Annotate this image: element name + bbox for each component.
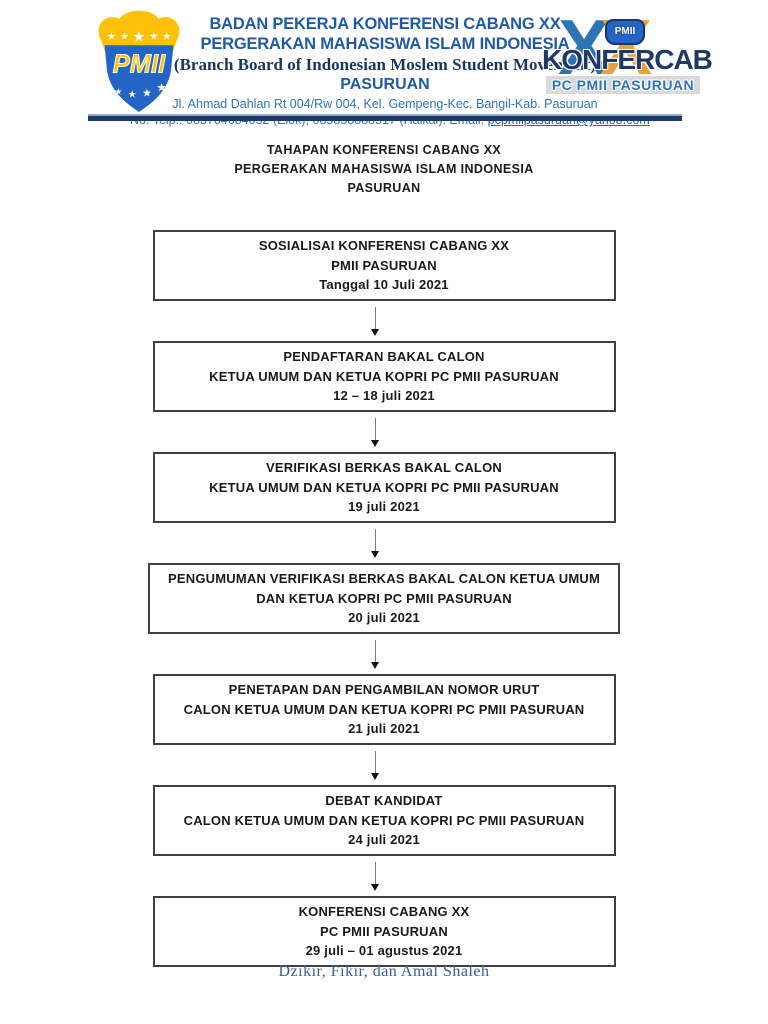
footer-motto: Dzikir, Fikir, dan Amal Shaleh bbox=[278, 963, 490, 980]
flow-connector bbox=[0, 301, 768, 341]
flow-connector bbox=[0, 634, 768, 674]
konfercab-title: KONFERCAB bbox=[542, 44, 713, 75]
step-title: VERIFIKASI BERKAS BAKAL CALON bbox=[266, 460, 502, 476]
svg-text:★: ★ bbox=[120, 31, 129, 42]
flowchart: SOSIALISAI KONFERENSI CABANG XX PMII PAS… bbox=[0, 230, 768, 967]
pmii-shield-logo: ★ ★ ★ ★ ★ PMII ★ ★ ★ ★ bbox=[86, 6, 192, 114]
org-address: Jl. Ahmad Dahlan Rt 004/Rw 004, Kel. Gem… bbox=[172, 97, 598, 111]
step-title: PENETAPAN DAN PENGAMBILAN NOMOR URUT bbox=[228, 682, 540, 698]
step-subtitle: PC PMII PASURUAN bbox=[320, 923, 448, 939]
svg-text:★: ★ bbox=[142, 87, 152, 99]
flow-step-debat: DEBAT KANDIDAT CALON KETUA UMUM DAN KETU… bbox=[152, 785, 616, 856]
svg-text:★: ★ bbox=[128, 89, 137, 100]
svg-text:★: ★ bbox=[162, 31, 171, 42]
flow-connector bbox=[0, 412, 768, 452]
arrow-down-icon bbox=[371, 418, 379, 447]
step-subtitle: PMII PASURUAN bbox=[331, 257, 437, 273]
step-date: Tanggal 10 Juli 2021 bbox=[319, 277, 449, 293]
document-title: TAHAPAN KONFERENSI CABANG XX PERGERAKAN … bbox=[0, 141, 768, 198]
step-date: 12 – 18 juli 2021 bbox=[333, 388, 435, 404]
step-subtitle: CALON KETUA UMUM DAN KETUA KOPRI PC PMII… bbox=[183, 701, 585, 717]
arrow-down-icon bbox=[371, 640, 379, 669]
flow-step-sosialisasi: SOSIALISAI KONFERENSI CABANG XX PMII PAS… bbox=[152, 230, 616, 301]
title-line3: PASURUAN bbox=[347, 181, 421, 195]
konfercab-subtitle: PC PMII PASURUAN bbox=[546, 76, 700, 94]
step-subtitle: CALON KETUA UMUM DAN KETUA KOPRI PC PMII… bbox=[183, 812, 585, 828]
flow-step-pengumuman: PENGUMUMAN VERIFIKASI BERKAS BAKAL CALON… bbox=[148, 563, 620, 634]
letterhead: ★ ★ ★ ★ ★ PMII ★ ★ ★ ★ BADAN PEKERJA KON… bbox=[0, 0, 768, 127]
arrow-down-icon bbox=[371, 529, 379, 558]
step-subtitle: KETUA UMUM DAN KETUA KOPRI PC PMII PASUR… bbox=[209, 479, 559, 495]
flow-step-konferensi: KONFERENSI CABANG XX PC PMII PASURUAN 29… bbox=[152, 896, 616, 967]
arrow-down-icon bbox=[371, 307, 379, 336]
step-date: 21 juli 2021 bbox=[348, 721, 420, 737]
konfercab-logo: XX PMII KONFERCAB PC PMII PASURUAN bbox=[542, 8, 713, 104]
arrow-down-icon bbox=[371, 751, 379, 780]
flow-connector bbox=[0, 523, 768, 563]
step-title: PENDAFTARAN BAKAL CALON bbox=[283, 349, 485, 365]
org-name-line2: PERGERAKAN MAHASISWA ISLAM INDONESIA bbox=[200, 35, 570, 53]
step-date: 29 juli – 01 agustus 2021 bbox=[305, 943, 463, 959]
org-city: PASURUAN bbox=[340, 76, 430, 93]
svg-text:★: ★ bbox=[156, 81, 167, 94]
arrow-down-icon bbox=[371, 862, 379, 891]
step-date: 20 juli 2021 bbox=[348, 610, 420, 626]
svg-text:★: ★ bbox=[132, 29, 145, 45]
step-subtitle: DAN KETUA KOPRI PC PMII PASURUAN bbox=[256, 590, 512, 606]
flow-step-verifikasi: VERIFIKASI BERKAS BAKAL CALON KETUA UMUM… bbox=[152, 452, 616, 523]
step-title: KONFERENSI CABANG XX bbox=[298, 904, 470, 920]
header-divider bbox=[88, 114, 682, 121]
svg-text:★: ★ bbox=[114, 86, 122, 96]
svg-text:★: ★ bbox=[149, 31, 158, 42]
title-line2: PERGERAKAN MAHASISWA ISLAM INDONESIA bbox=[234, 162, 534, 176]
org-name-line1: BADAN PEKERJA KONFERENSI CABANG XX bbox=[209, 15, 561, 33]
step-date: 24 juli 2021 bbox=[348, 832, 420, 848]
pmii-shield-icon: ★ ★ ★ ★ ★ PMII ★ ★ ★ ★ bbox=[98, 10, 180, 113]
flow-step-pendaftaran: PENDAFTARAN BAKAL CALON KETUA UMUM DAN K… bbox=[152, 341, 616, 412]
step-title: DEBAT KANDIDAT bbox=[325, 793, 443, 809]
title-line1: TAHAPAN KONFERENSI CABANG XX bbox=[266, 143, 502, 157]
svg-text:PMII: PMII bbox=[113, 51, 166, 79]
svg-text:★: ★ bbox=[107, 31, 116, 42]
flow-connector bbox=[0, 745, 768, 785]
flow-step-penetapan: PENETAPAN DAN PENGAMBILAN NOMOR URUT CAL… bbox=[152, 674, 616, 745]
step-subtitle: KETUA UMUM DAN KETUA KOPRI PC PMII PASUR… bbox=[209, 368, 559, 384]
step-title: PENGUMUMAN VERIFIKASI BERKAS BAKAL CALON… bbox=[168, 571, 600, 587]
org-name-english: (Branch Board of Indonesian Moslem Stude… bbox=[173, 55, 597, 74]
flow-connector bbox=[0, 856, 768, 896]
mini-pmii-badge-icon: PMII bbox=[605, 19, 645, 45]
step-title: SOSIALISAI KONFERENSI CABANG XX bbox=[258, 238, 510, 254]
step-date: 19 juli 2021 bbox=[348, 499, 420, 515]
